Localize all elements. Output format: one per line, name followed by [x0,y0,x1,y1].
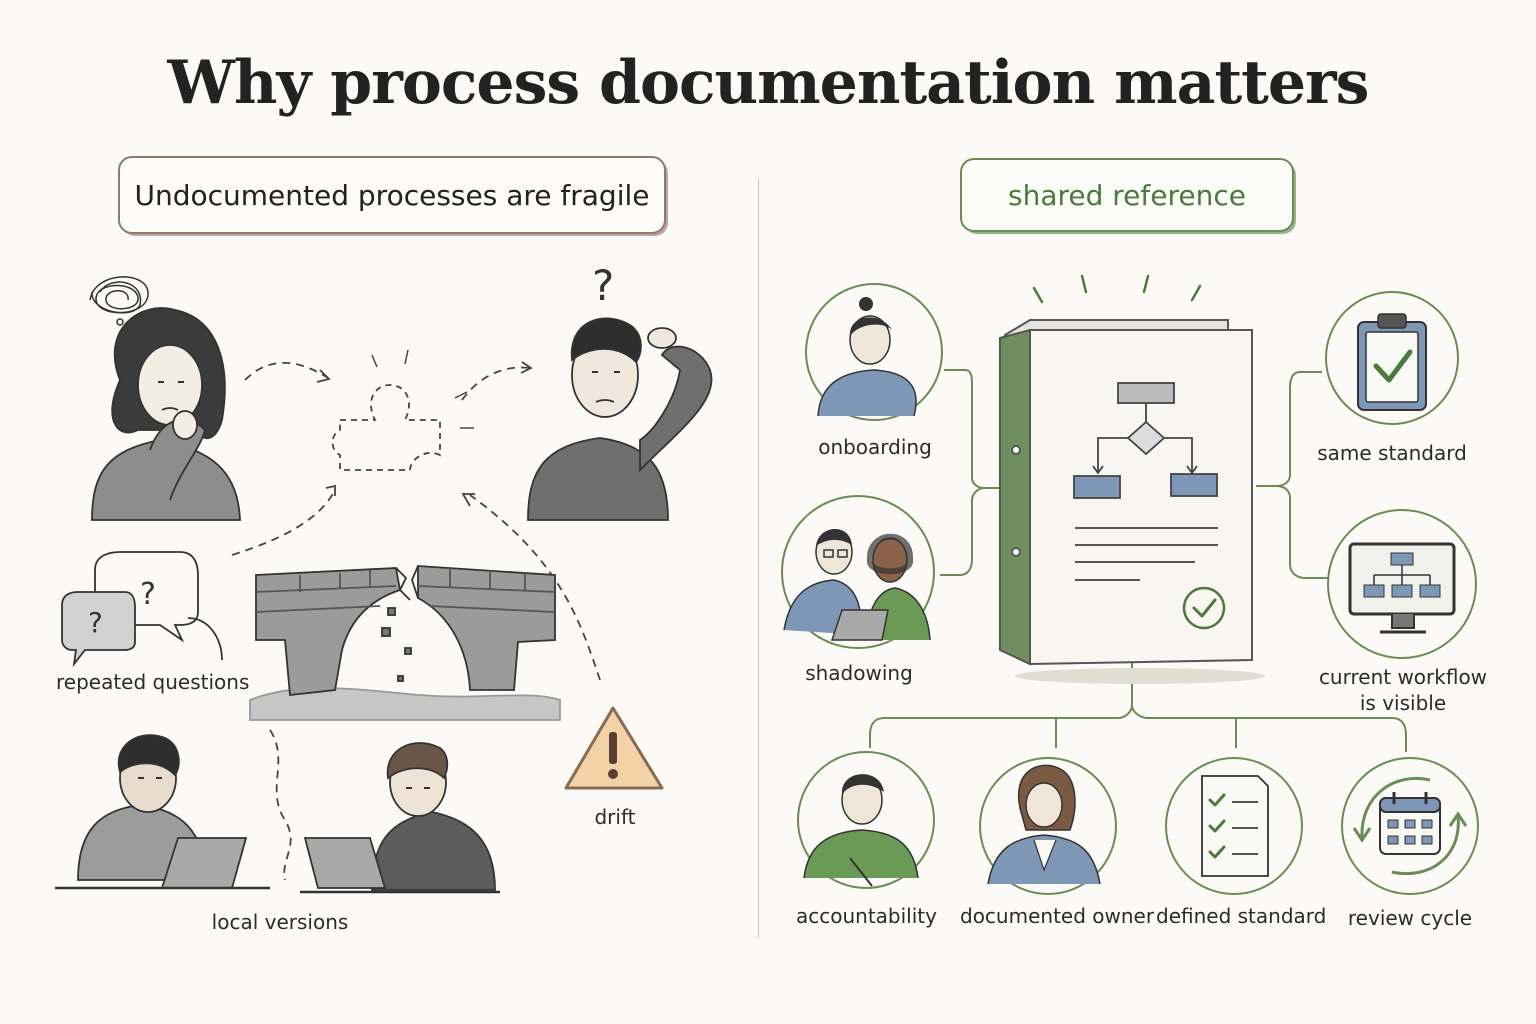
checkmark-icon [1182,586,1226,630]
label-defined-standard: defined standard [1156,904,1327,928]
label-documented-owner: documented owner [960,904,1155,928]
dashed-arrows-left [231,361,601,881]
question-mark-icon: ? [592,261,614,310]
clipboard-check-icon [1325,291,1459,425]
connector-lines [869,369,1407,752]
label-accountability: accountability [796,904,937,928]
accountability-avatar [797,751,935,889]
laptop-person-left [55,734,270,890]
label-current-workflow: current workflow is visible [1318,665,1488,715]
label-review-cycle: review cycle [1347,906,1473,930]
svg-text:?: ? [140,577,156,612]
label-local-versions: local versions [211,910,349,934]
label-shadowing: shadowing [805,661,913,685]
puzzle-spark-lines [371,349,474,429]
shadowing-avatar [781,495,935,649]
confused-man-figure [527,317,713,521]
monitor-workflow-icon [1327,509,1477,659]
label-onboarding: onboarding [818,435,932,459]
speech-bubbles-icon: ? ? [61,551,223,668]
flowchart-icon [1073,382,1218,499]
onboarding-avatar [805,283,943,421]
worried-woman-figure [91,307,241,521]
documented-owner-avatar [979,757,1117,895]
right-banner: shared reference [960,158,1294,232]
svg-text:?: ? [592,261,614,310]
page-title: Why process documentation matters [167,48,1370,118]
warning-icon [564,706,664,790]
document-text-lines [1075,527,1218,581]
checklist-icon [1165,757,1303,895]
label-same-standard: same standard [1317,441,1467,465]
laptop-person-right [300,742,500,894]
binder-spark-lines [1032,274,1202,304]
label-drift: drift [594,805,636,829]
calendar-cycle-icon [1341,757,1479,895]
right-panel-illustrations [781,274,1479,895]
puzzle-piece-icon [331,384,441,471]
arrow-heads [316,361,533,507]
panel-divider [758,178,759,938]
left-banner: Undocumented processes are fragile [118,156,666,234]
binder-icon [999,319,1265,684]
broken-bridge-icon [249,565,561,721]
label-repeated-questions: repeated questions [56,670,250,694]
svg-text:?: ? [88,606,103,639]
left-panel-illustrations: ? ? ? [55,261,713,894]
